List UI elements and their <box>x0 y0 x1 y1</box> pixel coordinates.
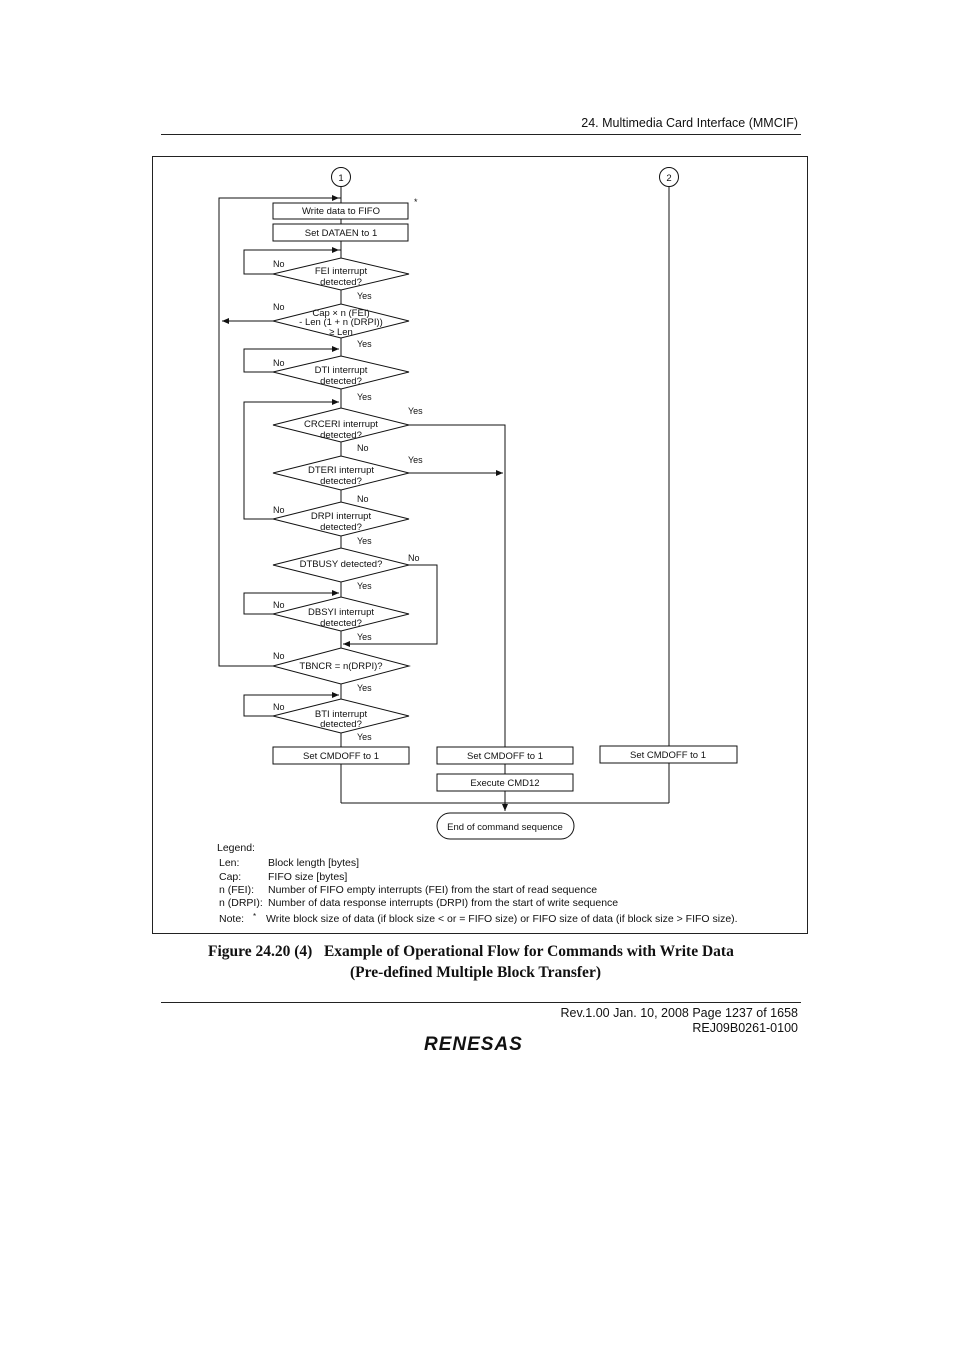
tbncr-decision <box>271 647 411 685</box>
fei-no: No <box>273 259 285 269</box>
fei-label-2: detected? <box>320 277 362 288</box>
set-cmdoff-label-2: Set CMDOFF to 1 <box>467 751 543 762</box>
note-label: Note: <box>219 913 244 925</box>
set-cmdoff-box-1 <box>272 746 410 765</box>
drpi-label-2: detected? <box>320 522 362 533</box>
set-dataen-box <box>272 223 409 242</box>
flowchart: 1 2 Write data to FIFO Set DATAEN to 1 F… <box>217 167 738 925</box>
cap-decision <box>272 303 410 339</box>
dtbusy-yes: Yes <box>357 581 372 591</box>
end-terminal <box>436 812 575 840</box>
cap-label-2: - Len (1 + n (DRPI)) <box>299 317 383 328</box>
dti-yes: Yes <box>357 392 372 402</box>
figure-caption-line2: (Pre-defined Multiple Block Transfer) <box>350 964 601 981</box>
asterisk-mark: * <box>414 197 418 207</box>
dti-label-1: DTI interrupt <box>315 365 368 376</box>
dtbusy-no: No <box>408 553 420 563</box>
cap-yes: Yes <box>357 339 372 349</box>
execute-cmd12-label: Execute CMD12 <box>470 778 539 789</box>
note-mark: * <box>253 912 256 921</box>
legend-title: Legend: <box>217 842 255 854</box>
dteri-label-2: detected? <box>320 476 362 487</box>
fei-yes: Yes <box>357 291 372 301</box>
bti-yes: Yes <box>357 732 372 742</box>
bti-no: No <box>273 702 285 712</box>
cap-no: No <box>273 302 285 312</box>
renesas-logo-text: RENESAS <box>424 1034 523 1055</box>
section-header: 24. Multimedia Card Interface (MMCIF) <box>581 116 798 130</box>
drpi-yes: Yes <box>357 536 372 546</box>
connector-1-label: 1 <box>338 173 343 184</box>
legend-term-len: Len: <box>219 857 239 869</box>
dbsyi-label-2: detected? <box>320 618 362 629</box>
set-dataen-label: Set DATAEN to 1 <box>305 228 378 239</box>
end-label: End of command sequence <box>447 822 563 833</box>
dbsyi-yes: Yes <box>357 632 372 642</box>
bti-label-2: detected? <box>320 719 362 730</box>
crceri-label-2: detected? <box>320 430 362 441</box>
legend-term-nfei: n (FEI): <box>219 884 254 896</box>
legend-term-ndrpi: n (DRPI): <box>219 897 263 909</box>
dteri-yes: Yes <box>408 455 423 465</box>
crceri-no: No <box>357 443 369 453</box>
connector-2-label: 2 <box>666 173 671 184</box>
crceri-label-1: CRCERI interrupt <box>304 419 378 430</box>
legend-desc-cap: FIFO size [bytes] <box>268 871 347 883</box>
bti-decision <box>272 698 410 734</box>
renesas-logo: RENESAS <box>424 1034 523 1055</box>
drpi-label-1: DRPI interrupt <box>311 511 372 522</box>
bti-label-1: BTI interrupt <box>315 709 368 720</box>
legend-term-cap: Cap: <box>219 871 241 883</box>
fei-label-1: FEI interrupt <box>315 266 368 277</box>
dbsyi-decision <box>272 596 410 632</box>
dteri-no: No <box>357 494 369 504</box>
legend-desc-len: Block length [bytes] <box>268 857 359 869</box>
footer-doc-code: REJ09B0261-0100 <box>692 1021 798 1035</box>
tbncr-label: TBNCR = n(DRPI)? <box>299 661 382 672</box>
dti-no: No <box>273 358 285 368</box>
legend-desc-nfei: Number of FIFO empty interrupts (FEI) fr… <box>268 884 597 896</box>
note-text: Write block size of data (if block size … <box>266 913 738 925</box>
dbsyi-label-1: DBSYI interrupt <box>308 607 374 618</box>
cap-label-1: Cap × n (FEI) <box>312 308 369 319</box>
figure-caption-line1: Figure 24.20 (4) Example of Operational … <box>208 943 734 960</box>
legend-desc-ndrpi: Number of data response interrupts (DRPI… <box>268 897 618 909</box>
write-fifo-box <box>272 202 409 220</box>
figure-frame <box>152 156 808 934</box>
drpi-no: No <box>273 505 285 515</box>
header-rule <box>161 134 801 135</box>
dteri-label-1: DTERI interrupt <box>308 465 374 476</box>
set-cmdoff-label-3: Set CMDOFF to 1 <box>630 750 706 761</box>
cap-label-3: ≥ Len <box>329 327 353 338</box>
dtbusy-label: DTBUSY detected? <box>300 559 383 570</box>
tbncr-no: No <box>273 651 285 661</box>
write-fifo-label: Write data to FIFO <box>302 206 380 217</box>
drpi-decision <box>272 501 410 537</box>
set-cmdoff-label-1: Set CMDOFF to 1 <box>303 751 379 762</box>
crceri-yes: Yes <box>408 406 423 416</box>
fei-decision <box>272 257 410 291</box>
footer-rule <box>161 1002 801 1003</box>
dbsyi-no: No <box>273 600 285 610</box>
dti-decision <box>272 355 410 390</box>
footer-revision: Rev.1.00 Jan. 10, 2008 Page 1237 of 1658 <box>560 1006 798 1020</box>
tbncr-yes: Yes <box>357 683 372 693</box>
dti-label-2: detected? <box>320 376 362 387</box>
